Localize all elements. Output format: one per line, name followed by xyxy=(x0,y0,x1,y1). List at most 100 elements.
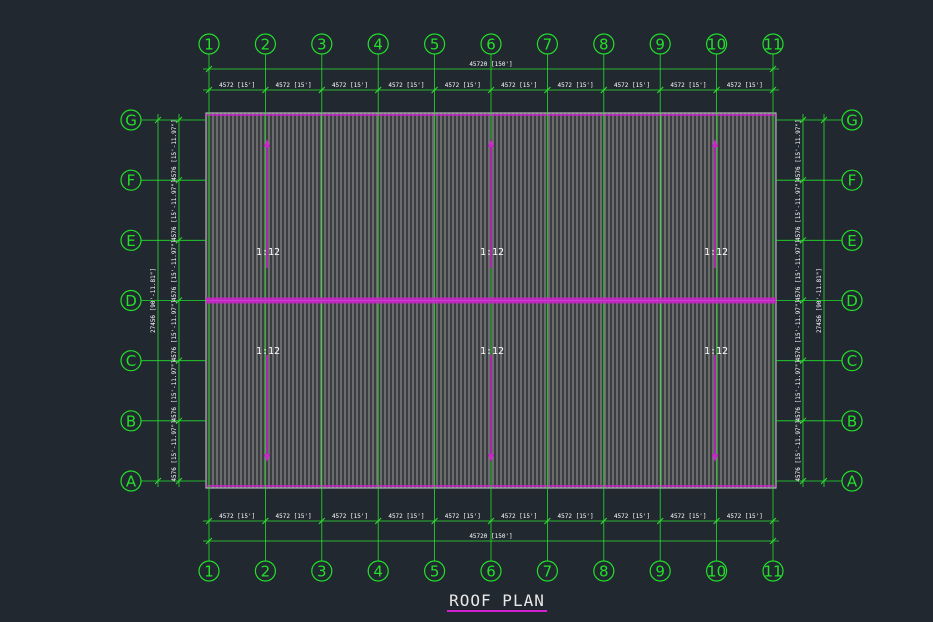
dim-tick xyxy=(799,236,807,244)
grid-bubble-circle xyxy=(120,229,142,251)
bay-dimension-label: 4572 [15'] xyxy=(501,82,537,89)
dim-tick xyxy=(713,517,720,525)
grid-bubble-left-B: B xyxy=(120,410,142,432)
dim-tick xyxy=(374,86,382,94)
grid-bubble-right-G: G xyxy=(841,109,863,131)
row-spacing-label: 4576 [15'-11.97"] xyxy=(795,420,802,481)
grid-bubble-circle xyxy=(120,350,142,372)
grid-bubble-bottom-1: 1 xyxy=(198,560,220,582)
grid-bubble-circle xyxy=(198,560,220,582)
dim-tick xyxy=(656,86,664,94)
dim-tick xyxy=(769,517,777,525)
grid-bubble-left-C: C xyxy=(120,350,142,372)
grid-bubble-bottom-6: 6 xyxy=(480,560,502,582)
dim-tick xyxy=(175,417,183,425)
dim-tick xyxy=(154,477,162,485)
grid-bubble-bottom-7: 7 xyxy=(536,560,559,582)
row-spacing-label: 4576 [15'-11.97"] xyxy=(795,240,802,301)
grid-lines xyxy=(141,54,842,561)
row-spacing-label: 4576 [15'-11.97"] xyxy=(795,180,802,241)
overall-width-label: 27456 [90'-11.81"] xyxy=(150,268,157,333)
dim-tick xyxy=(544,86,551,94)
grid-bubble-top-9: 9 xyxy=(649,33,671,55)
bay-dimension-label: 4572 [15'] xyxy=(670,513,706,520)
dim-tick xyxy=(799,116,807,124)
grid-bubble-circle xyxy=(254,560,276,582)
overall-length-label: 45720 [150'] xyxy=(469,533,512,540)
dim-tick xyxy=(487,517,495,525)
grid-bubble-label: 1 xyxy=(204,563,214,581)
grid-bubble-circle xyxy=(841,229,863,251)
dim-tick xyxy=(154,116,162,124)
grid-bubble-top-2: 2 xyxy=(254,33,276,55)
grid-bubble-label: D xyxy=(846,292,858,310)
dim-tick xyxy=(205,537,213,545)
grid-bubble-circle xyxy=(841,410,863,432)
grid-bubble-circle xyxy=(593,560,615,582)
grid-bubble-circle xyxy=(120,109,142,131)
overall-width-label: 27456 [90'-11.81"] xyxy=(816,268,823,333)
dim-tick xyxy=(318,86,326,94)
grid-bubble-circle xyxy=(841,169,863,191)
dim-tick xyxy=(262,517,269,525)
grid-bubble-label: A xyxy=(847,473,858,491)
dim-tick xyxy=(820,116,828,124)
top-overall-dimension: 45720 [150'] xyxy=(203,61,779,73)
dim-tick xyxy=(175,236,183,244)
bay-dimension-label: 4572 [15'] xyxy=(219,513,255,520)
bay-dimension-label: 4572 [15'] xyxy=(445,513,481,520)
bay-dimension-label: 4572 [15'] xyxy=(445,82,481,89)
grid-bubble-label: 9 xyxy=(655,36,665,54)
grid-bubble-bottom-10: 10 xyxy=(705,560,728,582)
grid-bubble-label: B xyxy=(847,412,857,430)
grid-bubble-left-D: D xyxy=(120,289,142,312)
grid-bubble-top-1: 1 xyxy=(198,33,220,55)
grid-bubble-label: 4 xyxy=(373,563,383,581)
grid-bubble-circle xyxy=(198,33,220,55)
dim-tick xyxy=(175,176,183,184)
grid-bubble-circle xyxy=(841,350,863,372)
dim-tick xyxy=(175,357,183,365)
grid-bubble-label: D xyxy=(125,292,137,310)
dim-tick xyxy=(799,477,807,485)
dim-tick xyxy=(431,517,438,525)
grid-bubble-bottom-5: 5 xyxy=(424,560,446,582)
grid-bubble-label: 4 xyxy=(373,36,383,54)
dim-tick xyxy=(713,86,720,94)
grid-bubble-circle xyxy=(649,33,671,55)
dim-tick xyxy=(175,297,183,304)
grid-bubble-label: G xyxy=(846,112,858,130)
dim-tick xyxy=(799,176,807,184)
slope-markers: 1:121:121:121:121:121:12 xyxy=(256,139,728,462)
bay-dimension-label: 4572 [15'] xyxy=(614,82,650,89)
grid-bubble-circle xyxy=(367,33,389,55)
dim-tick xyxy=(799,417,807,425)
slope-label: 1:12 xyxy=(480,247,504,258)
dim-tick xyxy=(318,517,326,525)
grid-bubble-right-C: C xyxy=(841,350,863,372)
row-spacing-label: 4576 [15'-11.97"] xyxy=(795,360,802,421)
ridge-cap xyxy=(206,297,776,304)
grid-bubble-label: C xyxy=(847,352,857,370)
slope-arrow-upper-1 xyxy=(264,139,270,268)
dim-tick xyxy=(262,86,269,94)
grid-bubble-top-11: 11 xyxy=(762,33,784,55)
dim-tick xyxy=(799,357,807,365)
row-spacing-label: 4576 [15'-11.97"] xyxy=(171,360,178,421)
bay-dimension-label: 4572 [15'] xyxy=(332,82,368,89)
bay-dimension-label: 4572 [15'] xyxy=(558,82,594,89)
grid-bubble-circle xyxy=(480,560,502,582)
grid-bubble-bottom-3: 3 xyxy=(311,560,333,582)
bay-dimension-label: 4572 [15'] xyxy=(614,513,650,520)
slope-arrow-head xyxy=(488,454,494,462)
bottom-bay-dimensions: 4572 [15'] 4572 [15'] 4572 [15'] 4572 [15']… xyxy=(203,513,779,525)
grid-bubble-top-7: 7 xyxy=(536,33,559,55)
grid-bubble-circle xyxy=(841,289,863,312)
dim-tick xyxy=(374,517,382,525)
slope-arrow-lower-1 xyxy=(264,355,270,462)
top-bay-dimensions: 4572 [15'] 4572 [15'] 4572 [15'] 4572 [15']… xyxy=(203,82,779,94)
grid-bubble-circle xyxy=(705,560,728,582)
grid-bubble-right-D: D xyxy=(841,289,863,312)
dimension-lines: 45720 [150']4572 [15']4572 [15']4572 [15… xyxy=(150,61,828,545)
